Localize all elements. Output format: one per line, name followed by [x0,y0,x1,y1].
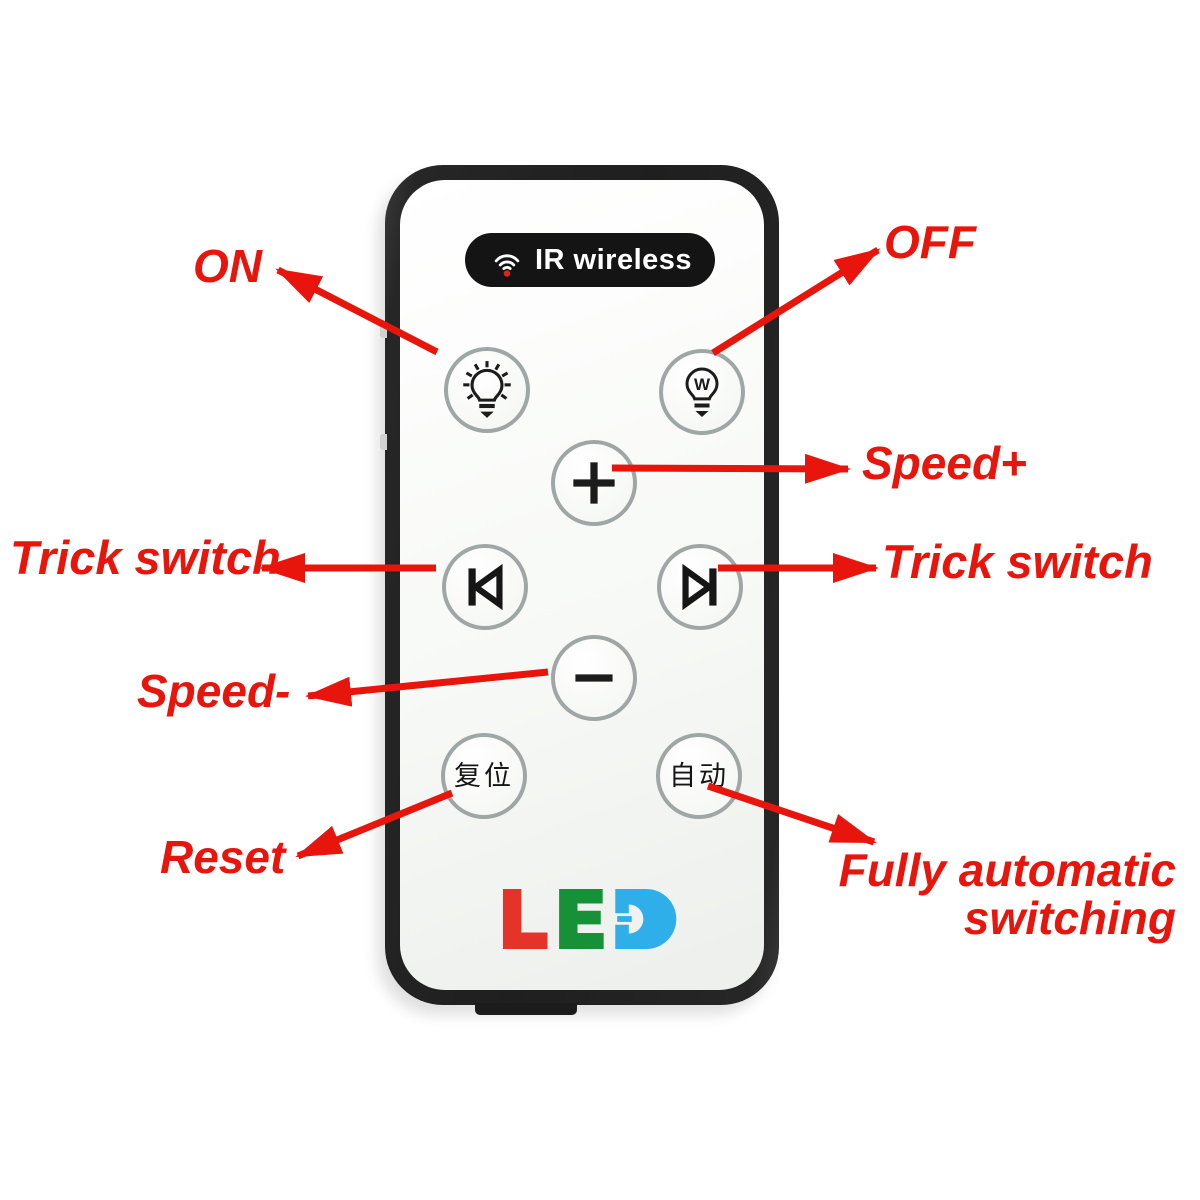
speed-minus-button[interactable] [551,635,637,721]
side-button-bump [380,322,387,338]
label-trick-switch-left: Trick switch [10,531,281,584]
auto-button[interactable]: 自动 [656,733,742,819]
skip-previous-icon [468,563,503,611]
bulb-off-icon: W [685,367,719,417]
bulb-on-icon [463,361,511,418]
auto-button-label: 自动 [669,760,729,791]
label-speed-plus: Speed+ [862,437,1027,489]
trick-switch-prev-button[interactable] [442,544,528,630]
label-on: ON [193,240,262,292]
minus-icon [575,674,613,682]
battery-tab [475,1003,577,1015]
speed-plus-button[interactable] [551,440,637,526]
label-fully-automatic-line1: Fully automatic [838,844,1176,896]
led-logo-graphic [502,888,677,950]
svg-text:W: W [694,375,711,394]
power-on-button[interactable] [444,347,530,433]
power-off-button[interactable]: W [659,349,745,435]
plus-icon [573,462,615,504]
remote-body: IR wireless [380,165,779,1015]
label-fully-automatic-switching: Fully automatic switching [838,844,1176,944]
brand-label: IR wireless [534,243,693,276]
header-pill: IR wireless [465,233,715,287]
label-speed-minus: Speed- [137,665,291,717]
side-button-bump [380,434,387,450]
wireless-signal-icon [494,254,520,277]
skip-next-icon [682,563,717,611]
reset-button[interactable]: 复位 [441,733,527,819]
label-fully-automatic-line2: switching [963,891,1176,944]
remote-face: IR wireless [400,180,764,990]
label-off: OFF [884,216,976,268]
label-reset: Reset [160,831,286,883]
led-logo: LED [501,888,685,950]
trick-switch-next-button[interactable] [657,544,743,630]
reset-button-label: 复位 [454,760,514,791]
label-trick-switch-right: Trick switch [882,535,1153,588]
